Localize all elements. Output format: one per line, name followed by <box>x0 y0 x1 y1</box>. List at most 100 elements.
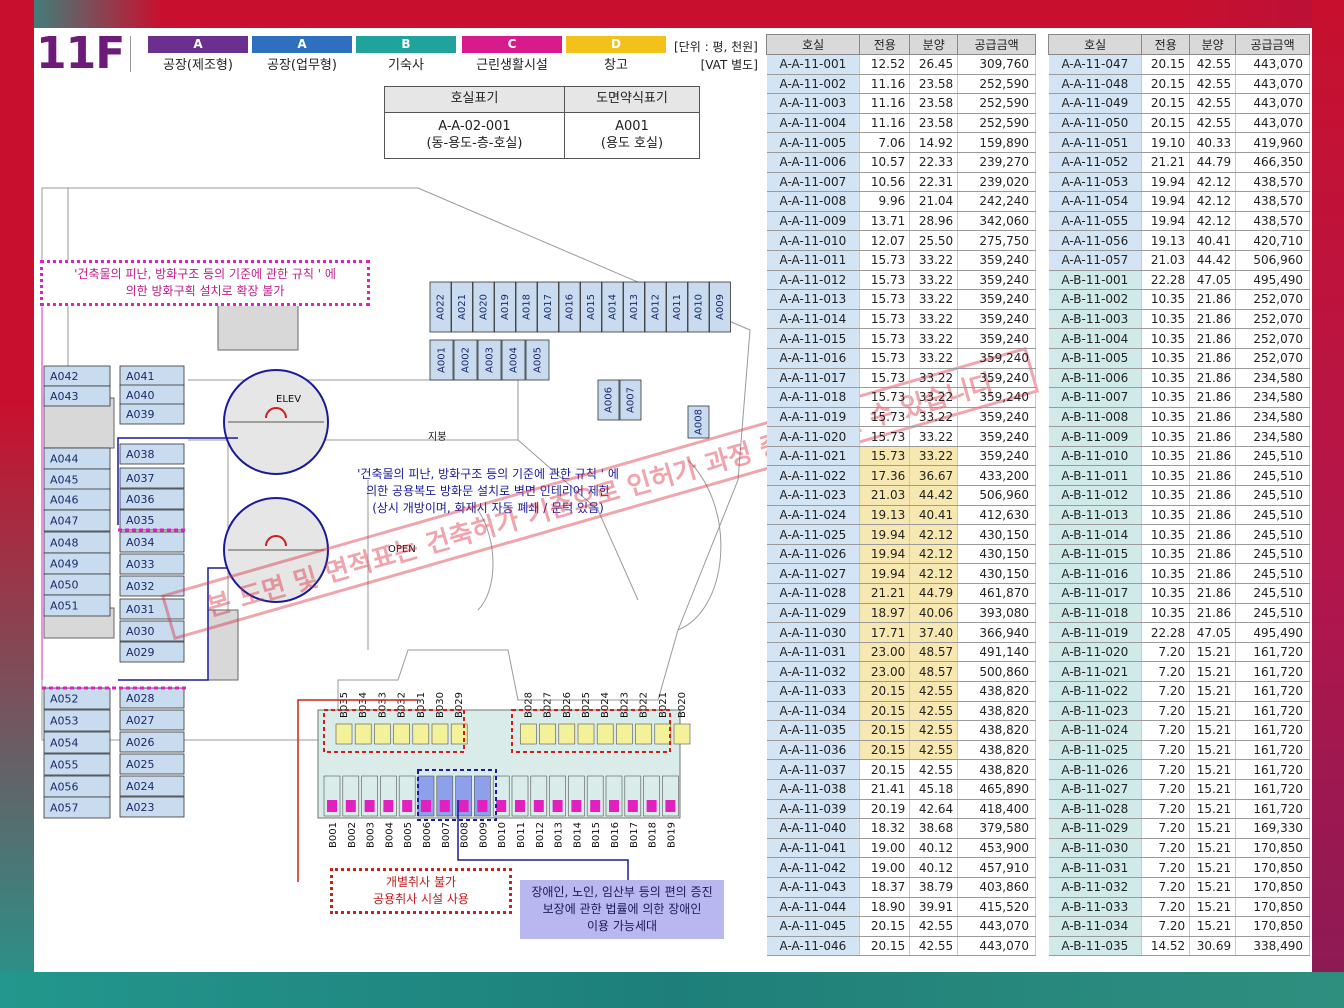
exclusive-area-cell: 10.35 <box>1141 505 1191 526</box>
supply-price-cell: 438,820 <box>957 701 1036 722</box>
unit-marker-B007 <box>439 800 450 812</box>
supply-price-cell: 443,070 <box>1235 54 1310 75</box>
exclusive-area-cell: 7.20 <box>1141 720 1191 741</box>
sale-area-cell: 42.55 <box>909 720 959 741</box>
sale-area-cell: 21.86 <box>1189 289 1237 310</box>
unit-label-B019: B019 <box>666 822 677 848</box>
exclusive-area-cell: 20.15 <box>859 681 911 702</box>
unit-marker-B014 <box>571 800 582 812</box>
unit-id-cell: A-B-11-018 <box>1048 603 1143 624</box>
highlight-box-1 <box>323 709 465 753</box>
unit-label-A053: A053 <box>50 715 79 728</box>
unit-A029 <box>119 641 185 663</box>
unit-B024 <box>596 723 614 745</box>
unit-A018 <box>515 281 538 333</box>
exclusive-area-cell: 15.73 <box>859 328 911 349</box>
supply-price-cell: 245,510 <box>1235 563 1310 585</box>
note-lav-line-1: 장애인, 노인, 임산부 등의 편의 증진 <box>531 885 713 899</box>
unit-id-cell: A-B-11-006 <box>1048 368 1143 389</box>
exclusive-area-cell: 15.73 <box>859 289 911 310</box>
unit-A022 <box>429 281 452 333</box>
unit-A027 <box>119 709 185 731</box>
supply-price-cell: 438,820 <box>957 740 1036 761</box>
sale-area-cell: 42.12 <box>909 544 959 565</box>
unit-label-B024: B024 <box>600 692 611 718</box>
unit-id-cell: A-A-11-043 <box>766 877 861 898</box>
unit-id-cell: A-A-11-027 <box>766 563 861 585</box>
exclusive-area-cell: 15.73 <box>859 446 911 467</box>
exclusive-area-cell: 11.16 <box>859 74 911 95</box>
supply-price-cell: 239,020 <box>957 172 1036 193</box>
unit-id-cell: A-A-11-015 <box>766 328 861 349</box>
sale-area-cell: 33.22 <box>909 426 959 447</box>
unit-A019 <box>494 281 516 333</box>
exclusive-area-cell: 19.94 <box>859 524 911 545</box>
exclusive-area-cell: 20.15 <box>859 759 911 780</box>
sale-area-cell: 21.86 <box>1189 407 1237 428</box>
supply-price-cell: 393,080 <box>957 603 1036 624</box>
unit-A009 <box>709 281 731 333</box>
exclusive-area-cell: 12.07 <box>859 230 911 251</box>
unit-label-A023: A023 <box>126 801 155 814</box>
unit-B026 <box>558 723 576 745</box>
sale-area-cell: 40.33 <box>1189 132 1237 153</box>
unit-label-A006: A006 <box>604 387 615 413</box>
sale-area-cell: 15.21 <box>1189 779 1237 800</box>
unit-label-B014: B014 <box>572 822 583 848</box>
supply-price-cell: 359,240 <box>957 348 1036 369</box>
unit-id-cell: A-A-11-004 <box>766 113 861 134</box>
sale-area-cell: 42.55 <box>1189 74 1237 95</box>
sale-area-cell: 25.50 <box>909 230 959 251</box>
exclusive-area-cell: 20.15 <box>859 701 911 722</box>
unit-id-cell: A-B-11-033 <box>1048 897 1143 918</box>
exclusive-area-cell: 15.73 <box>859 250 911 271</box>
supply-price-cell: 438,820 <box>957 681 1036 702</box>
unit-A051 <box>43 594 111 617</box>
supply-price-cell: 245,510 <box>1235 603 1310 624</box>
unit-id-cell: A-A-11-028 <box>766 583 861 604</box>
exclusive-area-cell: 10.35 <box>1141 603 1191 624</box>
unit-id-cell: A-A-11-024 <box>766 505 861 526</box>
sale-area-cell: 42.12 <box>909 563 959 585</box>
supply-price-cell: 403,860 <box>957 877 1036 898</box>
note-red-line-1: 개별취사 불가 <box>385 875 457 889</box>
unit-A004 <box>501 339 526 381</box>
unit-label-B033: B033 <box>377 692 388 718</box>
supply-price-cell: 275,750 <box>957 230 1036 251</box>
unit-label-A041: A041 <box>126 370 155 383</box>
exclusive-area-cell: 10.35 <box>1141 544 1191 565</box>
supply-price-cell: 234,580 <box>1235 407 1310 428</box>
supply-price-cell: 438,570 <box>1235 211 1310 232</box>
area-col-header: 공급금액 <box>957 34 1036 55</box>
exclusive-area-cell: 10.35 <box>1141 446 1191 467</box>
unit-marker-B018 <box>646 800 657 812</box>
roof-label: 지붕 <box>428 431 446 443</box>
unit-label-B021: B021 <box>658 692 669 718</box>
unit-label-A008: A008 <box>694 409 705 435</box>
unit-id-cell: A-B-11-015 <box>1048 544 1143 565</box>
unit-id-cell: A-B-11-022 <box>1048 681 1143 702</box>
unit-id-cell: A-A-11-003 <box>766 93 861 114</box>
exclusive-area-cell: 10.57 <box>859 152 911 173</box>
unit-label-A002: A002 <box>461 347 472 373</box>
unit-id-cell: A-A-11-017 <box>766 368 861 389</box>
unit-label-A057: A057 <box>50 802 79 815</box>
unit-label-A001: A001 <box>437 347 448 373</box>
unit-A031 <box>119 598 185 620</box>
